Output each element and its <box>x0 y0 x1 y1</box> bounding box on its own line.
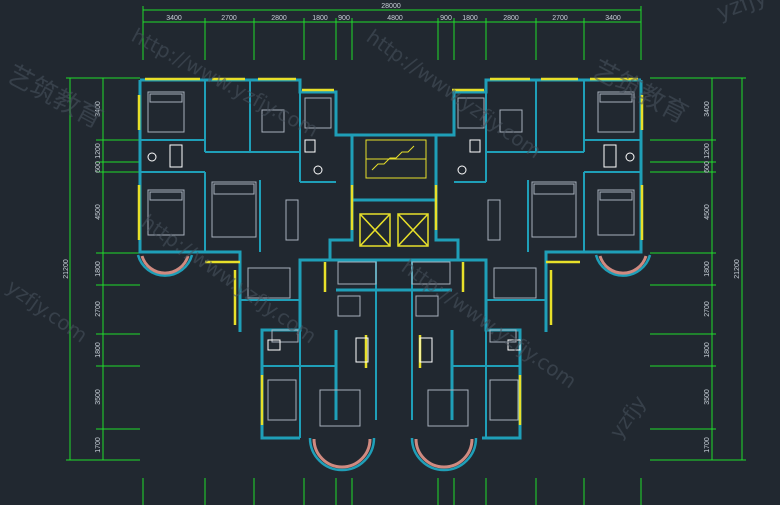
left-dim-6: 2700 <box>95 301 102 317</box>
left-dim-1: 3400 <box>95 101 102 117</box>
top-dim-1: 3400 <box>166 15 182 22</box>
top-total-dimension: 28000 <box>381 3 401 10</box>
top-dimension-chain <box>142 6 642 60</box>
left-dim-2: 1200 <box>95 143 102 159</box>
left-total-dimension: 21200 <box>63 259 70 279</box>
left-dimension-chain <box>66 77 140 461</box>
top-dim-9: 2800 <box>503 15 519 22</box>
right-dim-2: 1200 <box>704 143 711 159</box>
right-dim-9: 1700 <box>704 437 711 453</box>
bay-windows <box>136 254 652 472</box>
top-segment-labels: 3400 2700 2800 1800 900 4800 900 1800 28… <box>166 15 621 22</box>
right-total-dimension: 21200 <box>734 259 741 279</box>
exterior-walls <box>138 78 643 440</box>
top-dim-6: 4800 <box>387 15 403 22</box>
right-dim-4: 4500 <box>704 204 711 220</box>
left-dim-3: 600 <box>95 161 102 173</box>
top-dim-7: 900 <box>440 15 452 22</box>
right-dim-7: 1800 <box>704 342 711 358</box>
left-dim-4: 4500 <box>95 204 102 220</box>
left-dim-8: 3500 <box>95 389 102 405</box>
elevator-shafts <box>359 213 429 247</box>
right-segment-labels: 3400 1200 600 4500 1800 2700 1800 3500 1… <box>704 101 711 453</box>
furniture <box>147 91 635 427</box>
left-dim-5: 1800 <box>95 261 102 277</box>
right-dim-3: 600 <box>704 161 711 173</box>
right-dim-5: 1800 <box>704 261 711 277</box>
interior-walls <box>140 80 641 438</box>
right-dim-1: 3400 <box>704 101 711 117</box>
left-dim-7: 1800 <box>95 342 102 358</box>
right-dim-6: 2700 <box>704 301 711 317</box>
left-segment-labels: 3400 1200 600 4500 1800 2700 1800 3500 1… <box>95 101 102 453</box>
top-dim-10: 2700 <box>552 15 568 22</box>
top-dim-11: 3400 <box>605 15 621 22</box>
bottom-grid-lines <box>142 478 642 505</box>
windows <box>137 77 644 425</box>
top-dim-2: 2700 <box>221 15 237 22</box>
right-dimension-chain <box>650 77 746 461</box>
top-dim-5: 900 <box>338 15 350 22</box>
top-dim-3: 2800 <box>271 15 287 22</box>
stairwell <box>365 139 427 179</box>
top-dim-8: 1800 <box>462 15 478 22</box>
right-dim-8: 3500 <box>704 389 711 405</box>
left-dim-9: 1700 <box>95 437 102 453</box>
top-dim-4: 1800 <box>312 15 328 22</box>
bathroom-fixtures <box>147 139 635 363</box>
